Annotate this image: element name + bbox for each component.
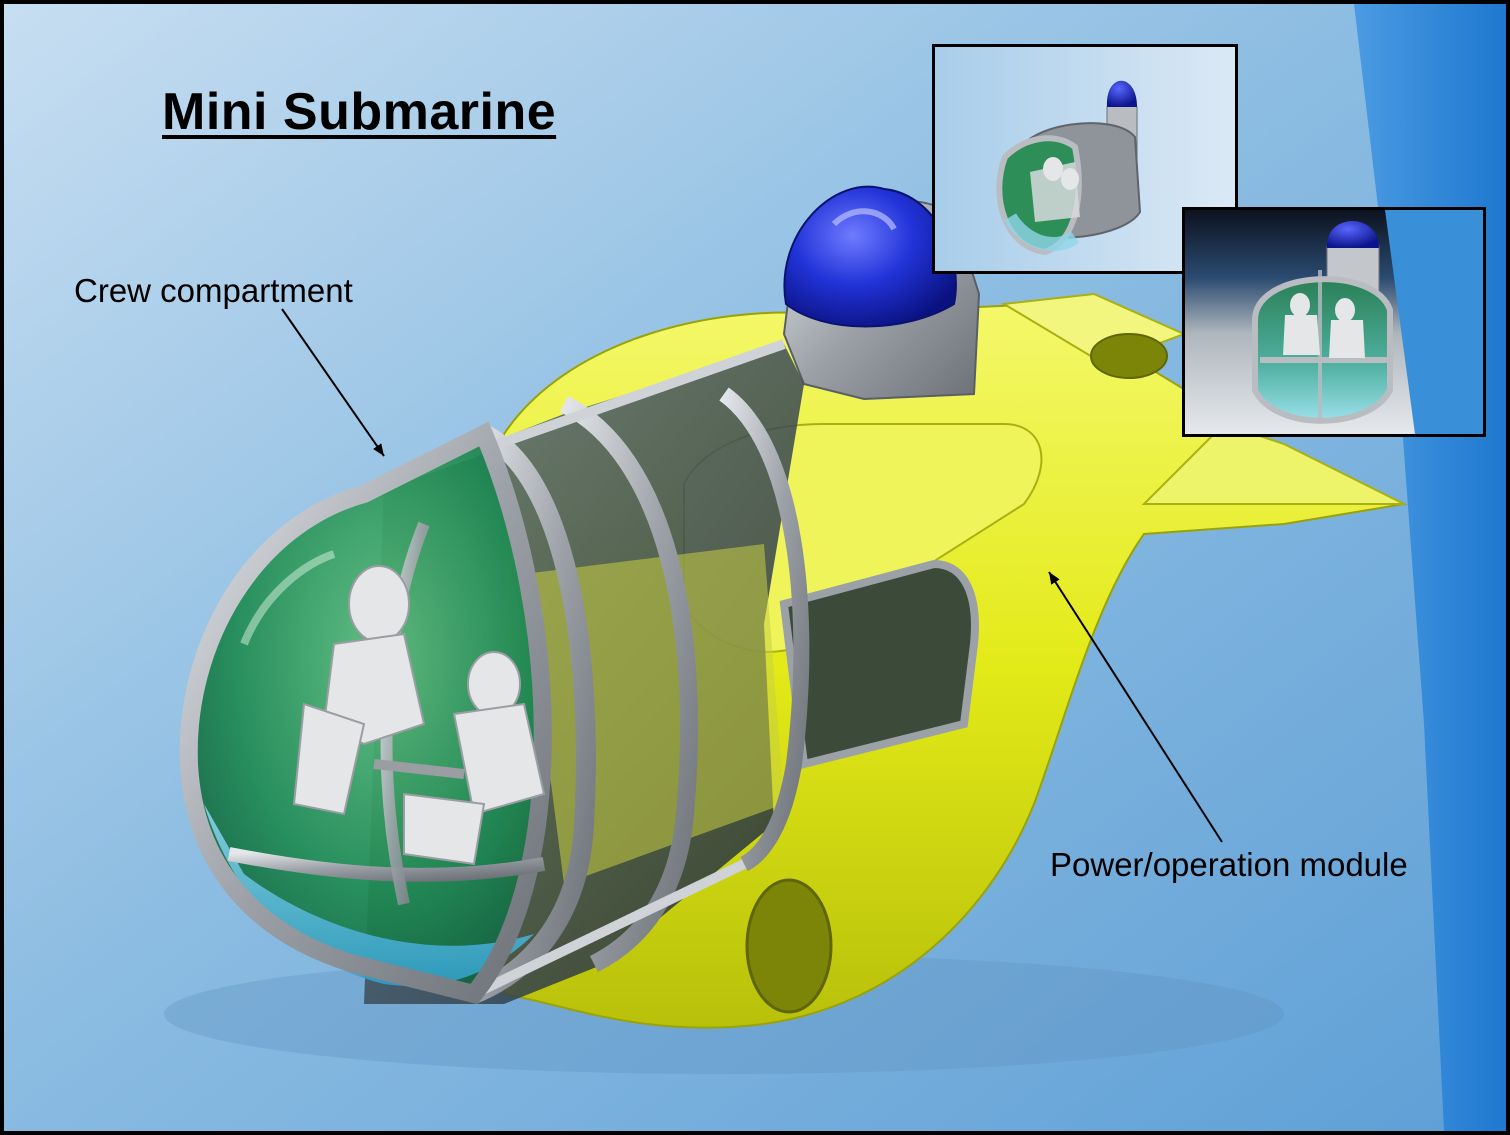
side-view-render-image <box>935 47 1235 271</box>
front-view-render-image <box>1185 210 1483 434</box>
power-module-label: Power/operation module <box>1050 846 1408 883</box>
front-view-render-inset <box>1182 207 1486 437</box>
page-title: Mini Submarine <box>162 83 557 141</box>
submarine-illustration <box>179 185 1408 1029</box>
crew-figures <box>292 565 546 866</box>
side-view-render-inset <box>932 44 1238 274</box>
crew-compartment-label: Crew compartment <box>74 272 353 309</box>
scene-background <box>4 4 1506 1131</box>
